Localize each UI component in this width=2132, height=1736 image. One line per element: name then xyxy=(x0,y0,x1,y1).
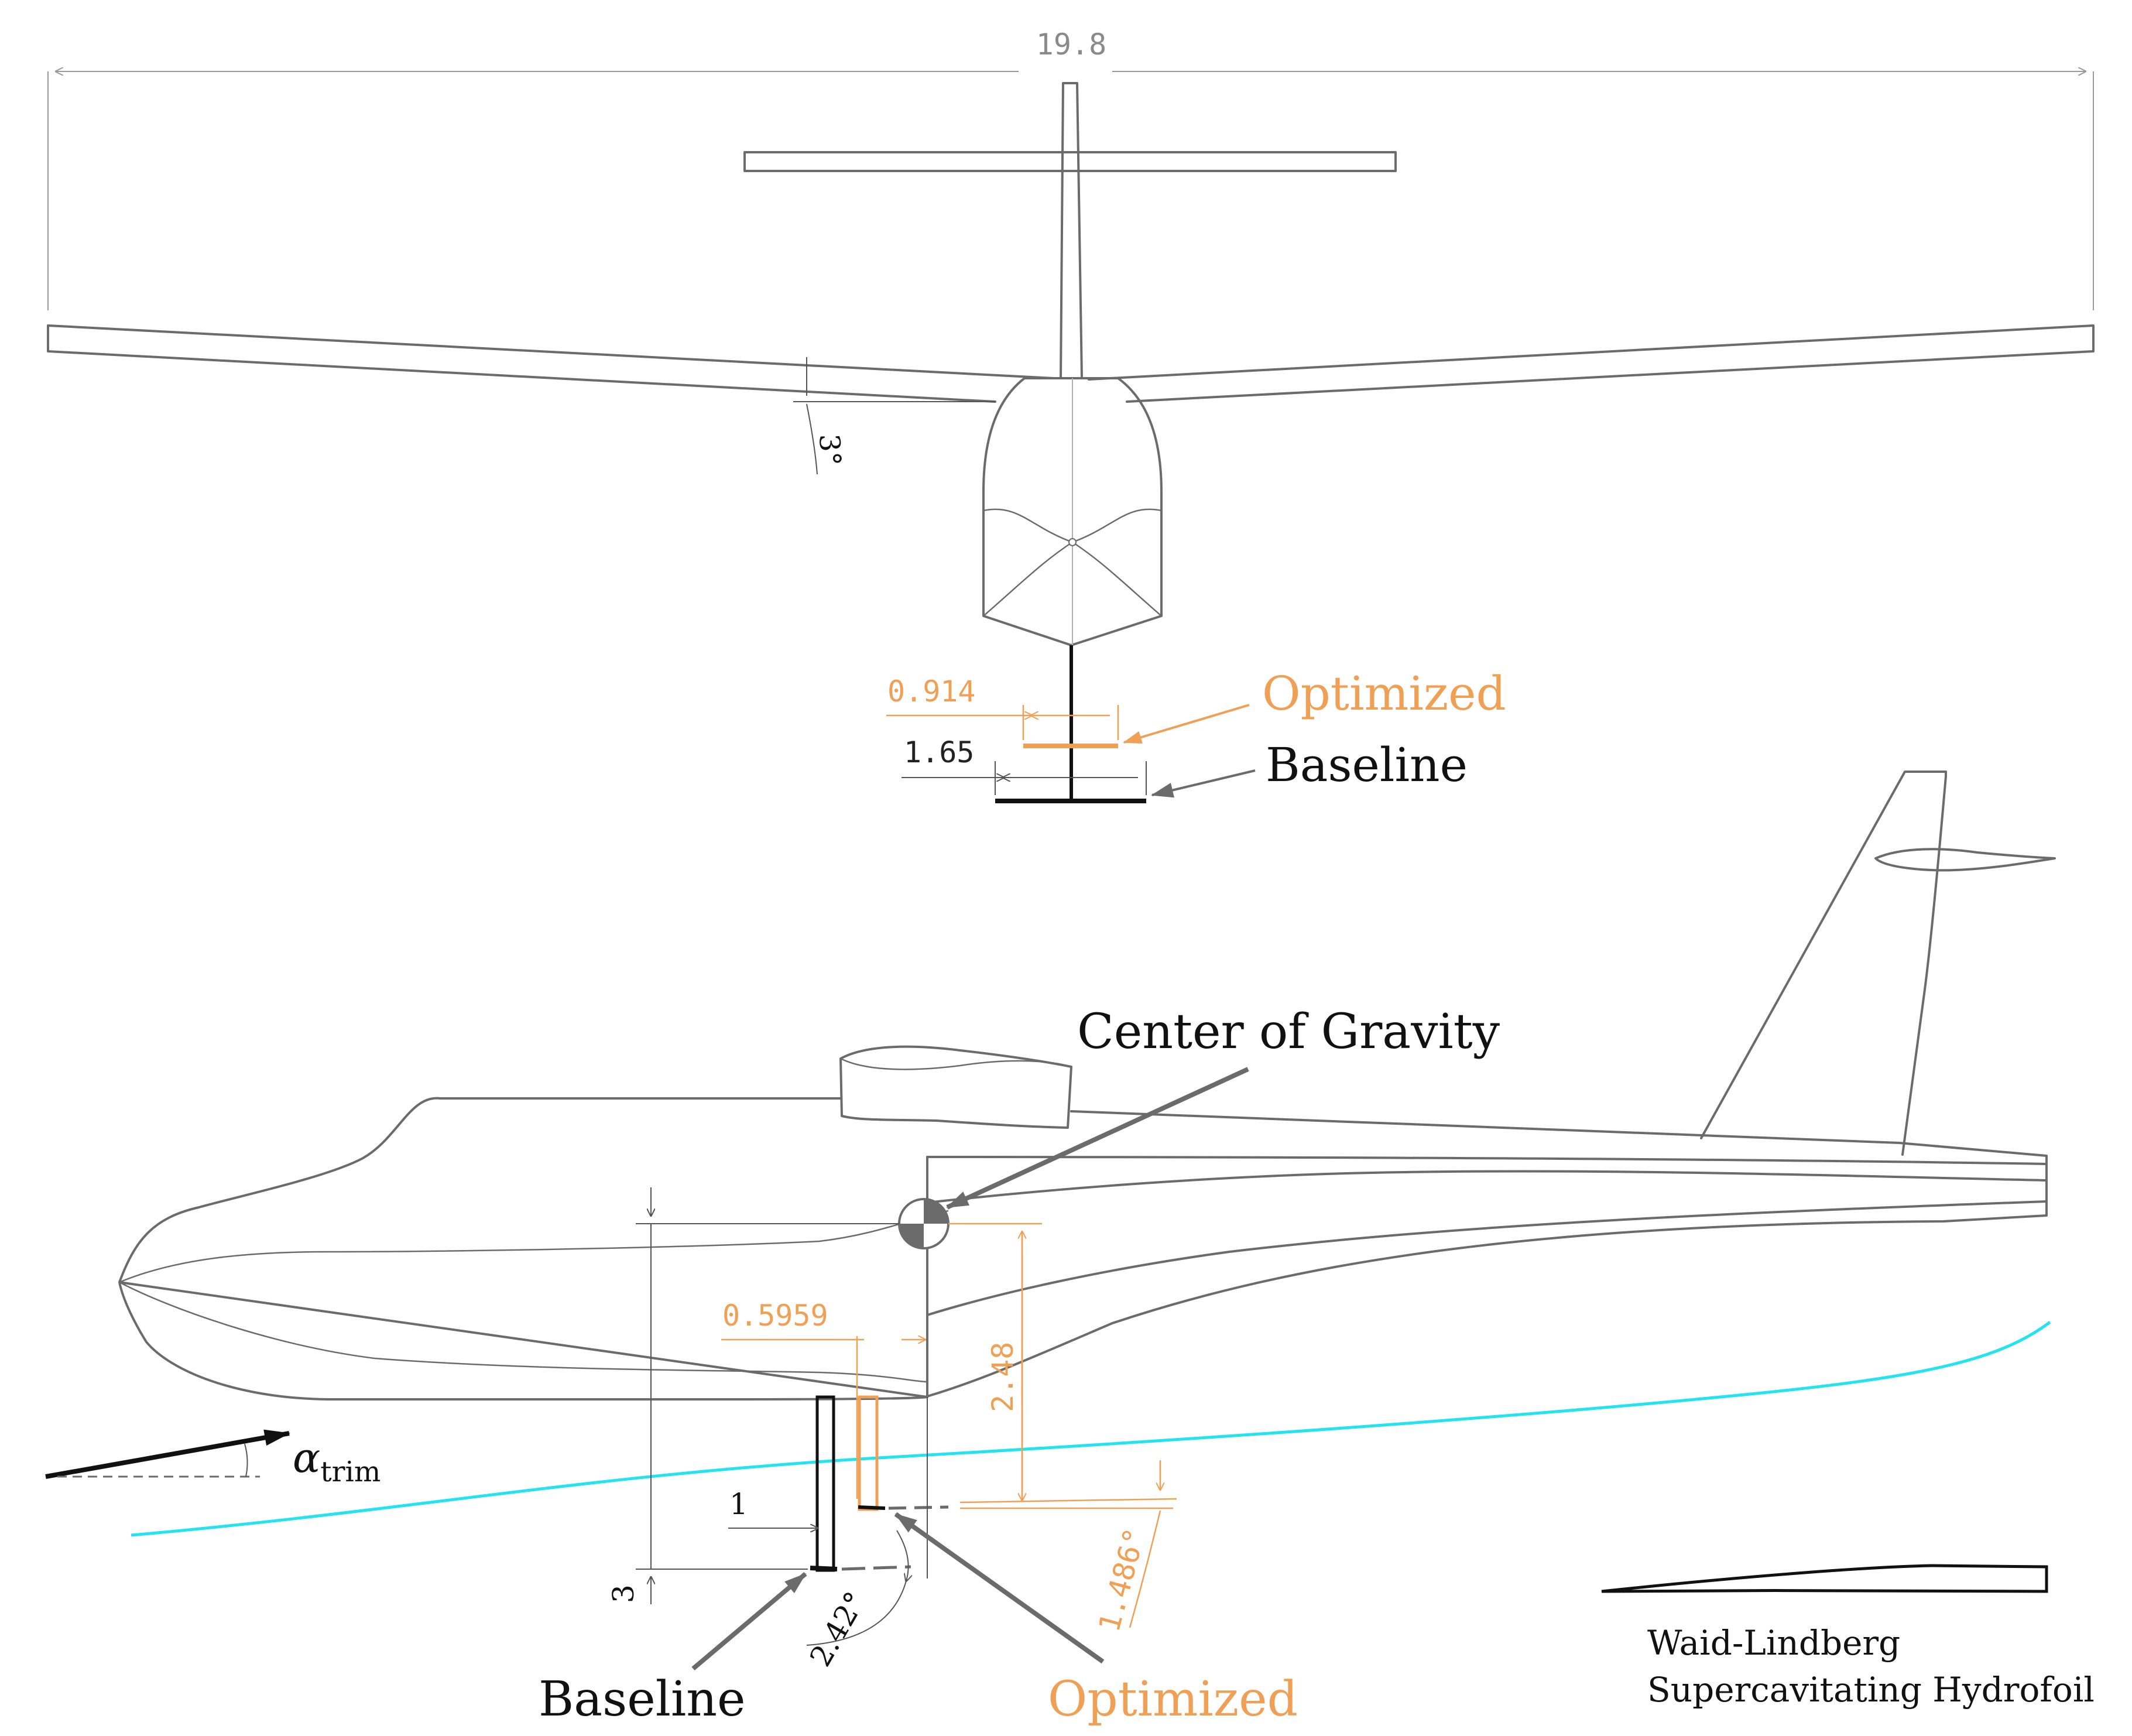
optimized-offset-value: 0.5959 xyxy=(722,1299,828,1333)
optimized-strut-side xyxy=(858,1395,879,1511)
side-view: Center of Gravity 3 1 0.595 xyxy=(45,771,2056,1727)
baseline-span-value: 1.65 xyxy=(904,735,974,769)
baseline-angle-value: 2.42° xyxy=(803,1586,872,1672)
waterline xyxy=(131,1321,2051,1537)
wingspan-value: 19.8 xyxy=(1036,28,1106,61)
fuselage-side xyxy=(118,1097,2048,1401)
left-wing xyxy=(47,324,1055,403)
optimized-depth-dimension: 2.48 xyxy=(948,1223,1173,1509)
vertical-fin-front xyxy=(1060,82,1083,379)
vertical-tail-side xyxy=(1700,771,1947,1156)
front-view: 19.8 3° 0.914 xyxy=(47,28,2095,803)
optimized-span-value: 0.914 xyxy=(887,674,976,708)
dihedral-dimension: 3° xyxy=(793,357,995,475)
hydrofoil-name-line1: Waid-Lindberg xyxy=(1647,1623,1900,1663)
horizontal-tail xyxy=(743,151,1397,172)
optimized-span-dimension: 0.914 xyxy=(886,674,1119,740)
baseline-angle-dimension: 2.42° xyxy=(803,1530,908,1672)
tail-airfoil-section xyxy=(1874,848,2056,872)
hydrofoil-profile xyxy=(1601,1564,2048,1593)
baseline-hydrofoil-side xyxy=(810,1566,838,1571)
engine-nacelle xyxy=(839,1045,1072,1129)
baseline-strut-side xyxy=(815,1395,835,1572)
baseline-label-side: Baseline xyxy=(539,1672,746,1727)
optimized-hydrofoil-side xyxy=(858,1505,886,1510)
alpha-trim-indicator: αtrim xyxy=(45,1429,381,1488)
baseline-label-front: Baseline xyxy=(1266,738,1468,792)
optimized-label-front: Optimized xyxy=(1262,666,1506,721)
baseline-depth-value: 3 xyxy=(606,1584,640,1603)
baseline-span-dimension: 1.65 xyxy=(902,735,1147,795)
optimized-angle-dimension: 1.486° xyxy=(959,1460,1177,1635)
optimized-depth-value: 2.48 xyxy=(986,1342,1020,1412)
dihedral-value: 3° xyxy=(813,433,847,467)
hydrofoil-section: Waid-Lindberg Supercavitating Hydrofoil xyxy=(1601,1564,2095,1710)
alpha-trim-label: αtrim xyxy=(293,1434,381,1488)
baseline-offset-value: 1 xyxy=(729,1487,748,1521)
right-wing xyxy=(1088,324,2095,403)
cg-symbol xyxy=(898,1198,950,1249)
baseline-depth-dimension: 3 xyxy=(606,1187,899,1604)
optimized-offset-dimension: 0.5959 xyxy=(721,1299,925,1499)
wingspan-dimension: 19.8 xyxy=(47,28,2094,310)
optimized-label-side: Optimized xyxy=(1048,1672,1298,1727)
baseline-offset-dimension: 1 xyxy=(728,1397,928,1579)
fuselage-front xyxy=(982,377,1163,646)
cg-label: Center of Gravity xyxy=(1077,1004,1500,1060)
hydrofoil-name-line2: Supercavitating Hydrofoil xyxy=(1647,1670,2095,1710)
